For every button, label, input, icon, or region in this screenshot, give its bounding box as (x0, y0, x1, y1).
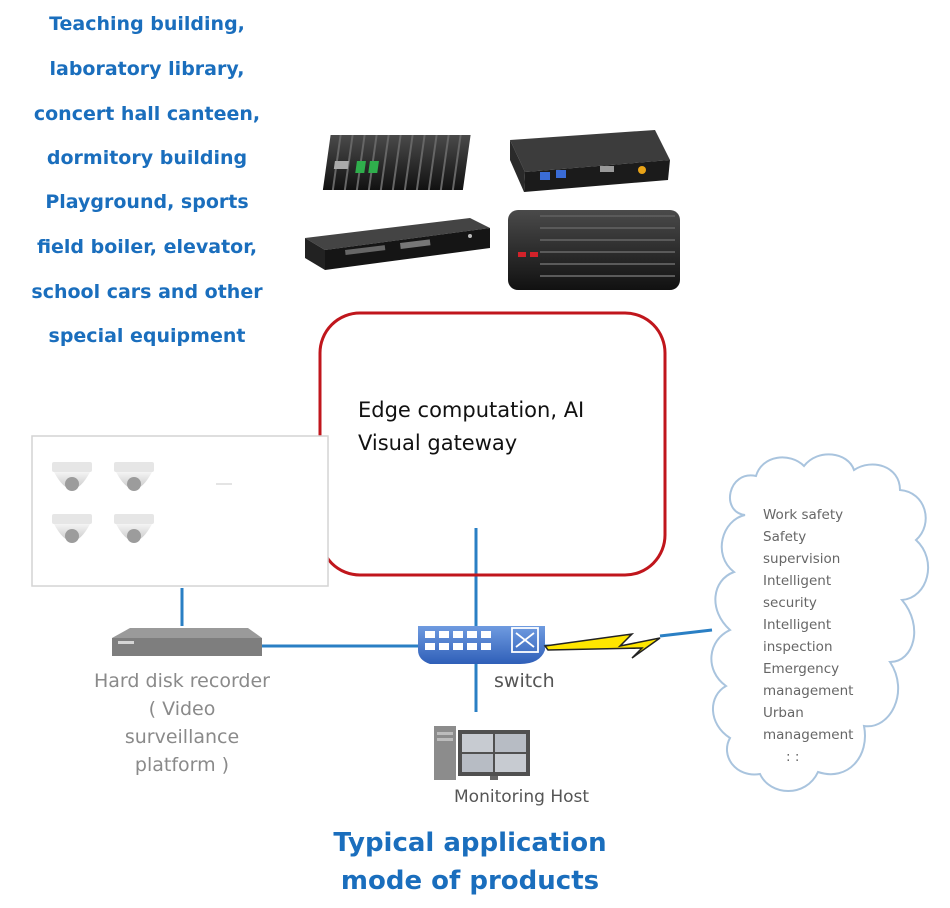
recorder-label-line: surveillance (124, 726, 240, 748)
recorder-label-line: ( Video (148, 698, 216, 720)
location-line: Teaching building, (49, 13, 245, 35)
cloud-line: Urban (763, 705, 804, 721)
cloud-line: inspection (763, 639, 833, 655)
dome-camera-icon (114, 514, 154, 543)
monitoring-host-label: Monitoring Host (454, 787, 590, 807)
dome-camera-icon (52, 514, 92, 543)
location-line: school cars and other (31, 281, 263, 303)
location-line: special equipment (48, 325, 246, 347)
dome-camera-icon (52, 462, 92, 491)
caption-line: mode of products (340, 866, 600, 896)
edge-box-compact-icon (510, 130, 670, 192)
cloud-line: Safety (763, 529, 807, 545)
camera-group-frame (31, 435, 329, 587)
recorder-label-line: platform ) (134, 754, 230, 776)
caption-line: Typical application (333, 828, 607, 858)
cloud-line: management (763, 683, 854, 699)
lightning-cloud-link (659, 628, 713, 638)
cloud-line: : : (786, 749, 800, 765)
cloud-line: Intelligent (763, 573, 832, 589)
recorder-label-line: Hard disk recorder (94, 670, 270, 692)
location-line: field boiler, elevator, (36, 236, 258, 258)
network-switch-icon (418, 626, 545, 664)
edge-box-fanless-icon (322, 135, 471, 190)
switch-label: switch (494, 670, 555, 692)
dome-camera-icon (114, 462, 154, 491)
cloud-line: management (763, 727, 854, 743)
cloud-line: supervision (763, 551, 841, 567)
edge-server-rack-icon (305, 218, 490, 270)
edge-box-high-performance-icon (508, 210, 680, 290)
application-cloud-shape (710, 453, 930, 792)
location-line: dormitory building (46, 147, 248, 169)
gateway-label-line: Edge computation, AI (358, 398, 585, 422)
gateway-label-line: Visual gateway (358, 431, 518, 455)
cloud-line: Work safety (763, 507, 844, 523)
cloud-line: Emergency (763, 661, 840, 677)
monitoring-host-icon (434, 726, 530, 780)
cloud-line: Intelligent (763, 617, 832, 633)
wireless-lightning-icon (543, 632, 661, 659)
cloud-line: security (763, 595, 817, 611)
location-line: laboratory library, (49, 58, 245, 80)
location-line: concert hall canteen, (33, 103, 261, 125)
nvr-device-icon (112, 628, 262, 656)
location-line: Playground, sports (45, 191, 249, 213)
